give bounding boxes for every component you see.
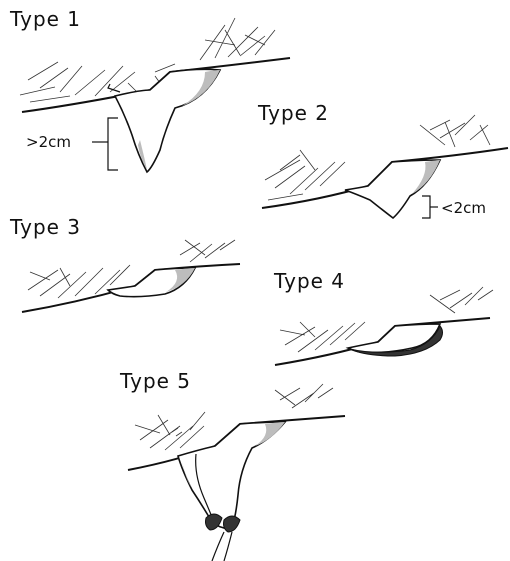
type-4-title: Type 4 <box>273 269 345 293</box>
type-1-measure-bracket <box>92 118 118 170</box>
type-2-title: Type 2 <box>257 101 329 125</box>
type-3-title: Type 3 <box>9 215 81 239</box>
type-4-illustration: Type 4 <box>273 269 493 365</box>
type-2-measure-label: <2cm <box>441 199 486 217</box>
type-3-illustration: Type 3 <box>9 215 240 312</box>
type-2-measure-bracket <box>422 196 438 218</box>
type-2-illustration: Type 2 <2cm <box>257 101 508 218</box>
type-5-node-right <box>224 516 241 532</box>
type-1-title: Type 1 <box>9 7 81 31</box>
type-5-title: Type 5 <box>119 369 191 393</box>
type-5-node-left <box>206 514 223 530</box>
type-5-illustration: Type 5 <box>119 369 345 561</box>
type-1-measure-label: >2cm <box>26 133 71 151</box>
type-1-illustration: Type 1 >2cm <box>9 7 290 172</box>
type-5-tract-extension <box>212 532 232 561</box>
